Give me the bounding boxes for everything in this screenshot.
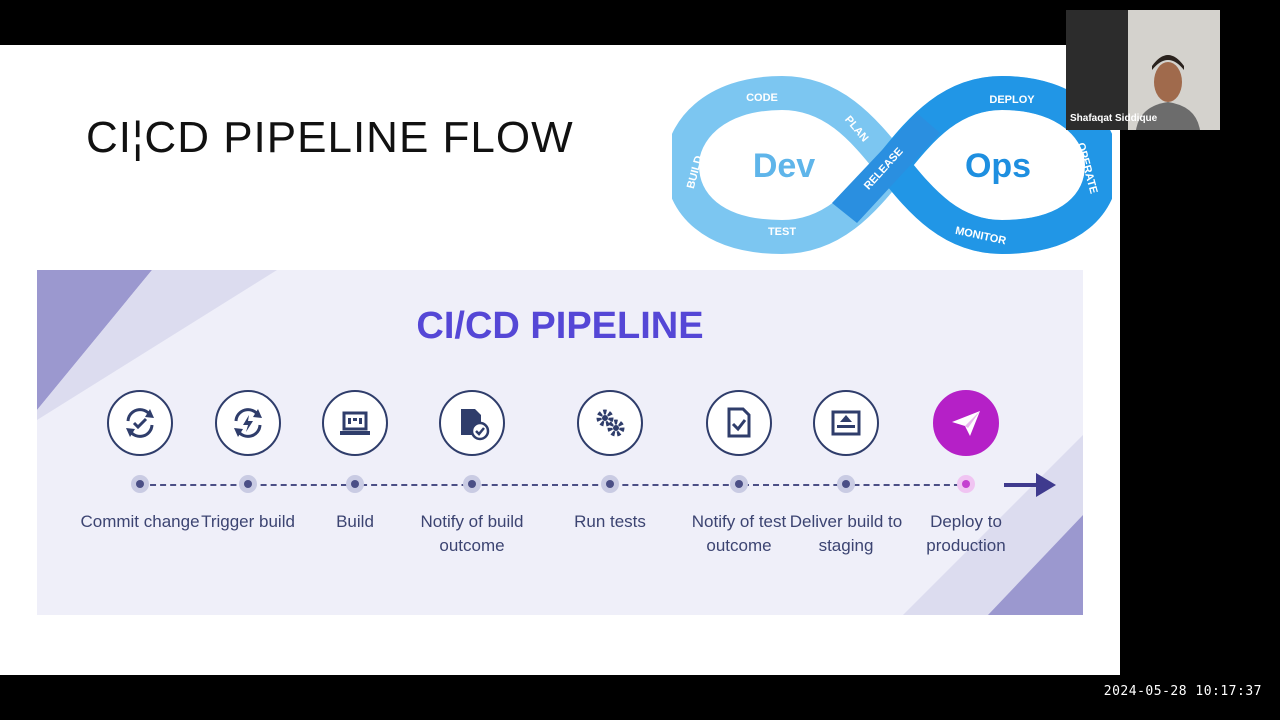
file-check-icon: [439, 390, 505, 456]
stage-dot: [601, 475, 619, 493]
paper-plane-icon: [933, 390, 999, 456]
participant-video-feed: [1128, 10, 1220, 130]
slide-title: CI¦CD PIPELINE FLOW: [86, 113, 574, 162]
participant-name: Shafaqat Siddique: [1070, 113, 1158, 124]
stage-dot: [837, 475, 855, 493]
stage-dot: [730, 475, 748, 493]
dev-word: Dev: [753, 147, 815, 185]
stage-label: Deliver build to staging: [789, 512, 903, 555]
corner-decoration: [37, 270, 277, 420]
devops-step-deploy: DEPLOY: [989, 94, 1035, 106]
stage-deploy-production: [906, 390, 1026, 456]
stage-run-tests: [550, 390, 670, 456]
devops-infinity-graphic: Dev Ops CODE BUILD TEST PLAN RELEASE DEP…: [672, 75, 1112, 255]
stage-dot: [239, 475, 257, 493]
stage-trigger-build: [188, 390, 308, 456]
participant-video-tile[interactable]: Shafaqat Siddique: [1066, 10, 1220, 130]
arrow-right-icon: [1004, 473, 1056, 497]
laptop-code-icon: [322, 390, 388, 456]
devops-step-code: CODE: [746, 92, 778, 104]
presentation-slide: CI¦CD PIPELINE FLOW Dev Ops CODE BUILD T…: [0, 45, 1120, 675]
stage-label: Commit change: [80, 512, 200, 531]
gears-icon: [577, 390, 643, 456]
stage-build: [295, 390, 415, 456]
ops-word: Ops: [965, 147, 1031, 185]
stage-commit-change: [80, 390, 200, 456]
stage-dot: [346, 475, 364, 493]
pipeline-title: CI/CD PIPELINE: [416, 305, 704, 347]
stage-dot: [463, 475, 481, 493]
stage-label: Notify of build outcome: [420, 512, 524, 555]
pipeline-connector: [140, 484, 970, 486]
stage-notify-test: [679, 390, 799, 456]
upload-box-icon: [813, 390, 879, 456]
document-check-icon: [706, 390, 772, 456]
pipeline-panel: CI/CD PIPELINE Commit change Trigger bui…: [37, 270, 1083, 615]
stage-label: Run tests: [574, 512, 646, 531]
stage-label: Deploy to production: [926, 512, 1006, 555]
sync-check-icon: [107, 390, 173, 456]
recording-timestamp: 2024-05-28 10:17:37: [1103, 684, 1262, 699]
stage-dot: [957, 475, 975, 493]
stage-label: Build: [336, 512, 374, 531]
stage-deliver-staging: [786, 390, 906, 456]
stage-notify-build: [412, 390, 532, 456]
stage-dot: [131, 475, 149, 493]
devops-step-test: TEST: [768, 226, 796, 238]
stage-label: Notify of test outcome: [691, 512, 787, 555]
stage-label: Trigger build: [201, 512, 295, 531]
sync-bolt-icon: [215, 390, 281, 456]
